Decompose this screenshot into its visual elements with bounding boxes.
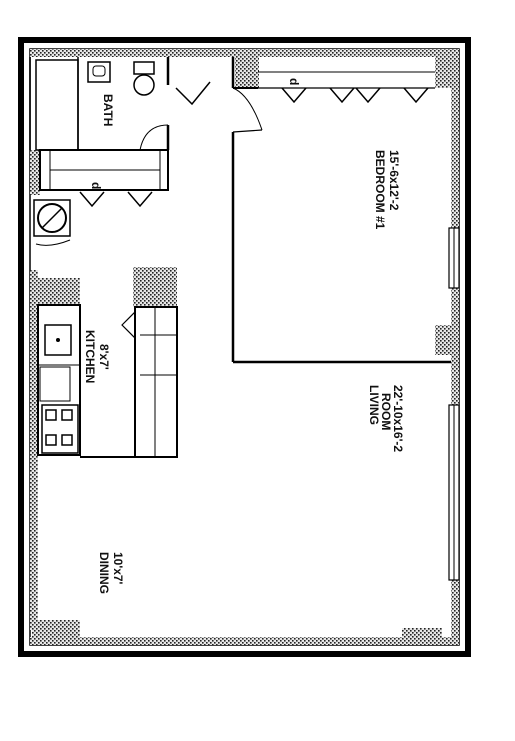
kitchen-sink-drain-icon: [56, 338, 60, 342]
room-dims-bedroom: 15'-6x12'-2: [387, 150, 401, 211]
stove-icon: [41, 404, 79, 454]
mech-door-swing: [35, 239, 71, 246]
room-name-living: LIVING: [367, 385, 381, 425]
closet-mark-hall: d: [89, 182, 103, 189]
bedroom-door-leaf: [232, 129, 263, 133]
bedroom-walls: [231, 57, 451, 364]
wardrobe-door-chevron: [281, 87, 307, 104]
wardrobe-door-chevron: [329, 87, 355, 104]
window-living: [448, 404, 460, 581]
kitchen-sink-icon: [44, 324, 72, 356]
room-name-dining: DINING: [97, 552, 111, 594]
room-name-bath: BATH: [101, 94, 115, 126]
water-heater-slash: [41, 207, 63, 229]
outer-wall: [18, 37, 471, 657]
window-bedroom: [448, 227, 460, 289]
room-name-living-2: ROOM: [379, 393, 393, 430]
stipple-walls: [30, 49, 459, 645]
closet-door-chevron: [79, 191, 105, 208]
room-dims-living: 22'-10x16'-2: [391, 385, 405, 452]
mechanical-box: [33, 199, 71, 237]
bath-area: [29, 57, 170, 151]
hall-door-chevron: [175, 81, 211, 106]
bath-sink-basin-icon: [92, 65, 106, 77]
bath-door-swing: [139, 124, 169, 151]
closet-mark-bedroom: d: [287, 78, 301, 85]
bedroom-door-swing: [232, 87, 263, 131]
toilet-tank-icon: [133, 61, 155, 75]
wardrobe-door-chevron: [403, 87, 429, 104]
room-name-bedroom: BEDROOM #1: [373, 150, 387, 230]
hall-closet: [39, 149, 169, 191]
room-dims-kitchen: 8'x7': [97, 344, 111, 370]
closet-door-chevron: [127, 191, 153, 208]
room-name-kitchen: KITCHEN: [83, 330, 97, 383]
toilet-icon: [133, 74, 155, 96]
wardrobe-door-chevron: [355, 87, 381, 104]
kitchen-counters: [37, 304, 178, 458]
refrigerator-icon: [39, 366, 71, 402]
bath-sink-icon: [87, 61, 111, 83]
water-heater-icon: [37, 203, 67, 233]
room-dims-dining: 10'x7': [111, 552, 125, 585]
